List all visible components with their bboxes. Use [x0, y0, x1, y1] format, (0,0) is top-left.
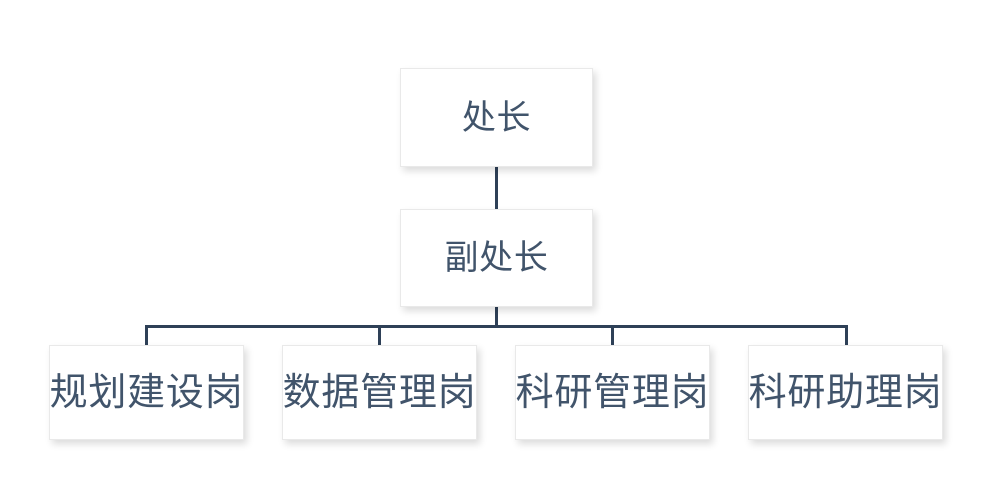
connector-horizontal-bus [145, 325, 848, 328]
connector-drop-research-assistant [845, 325, 848, 345]
connector-director-to-deputy [495, 167, 498, 209]
org-node-data-management[interactable]: 数据管理岗 [282, 345, 477, 440]
connector-deputy-stem [495, 307, 498, 328]
connector-drop-planning [145, 325, 148, 345]
connector-drop-data [378, 325, 381, 345]
org-node-label: 科研助理岗 [748, 371, 943, 414]
org-node-label: 规划建设岗 [49, 371, 244, 414]
org-node-research-assistant[interactable]: 科研助理岗 [748, 345, 943, 440]
org-node-label: 处长 [461, 98, 532, 137]
org-node-deputy-director[interactable]: 副处长 [400, 209, 593, 307]
org-node-label: 数据管理岗 [282, 371, 477, 414]
org-node-label: 副处长 [444, 239, 549, 277]
connector-drop-research-admin [611, 325, 614, 345]
org-node-director[interactable]: 处长 [400, 68, 593, 167]
org-node-research-management[interactable]: 科研管理岗 [515, 345, 710, 440]
org-node-planning-construction[interactable]: 规划建设岗 [49, 345, 244, 440]
org-node-label: 科研管理岗 [515, 371, 710, 414]
